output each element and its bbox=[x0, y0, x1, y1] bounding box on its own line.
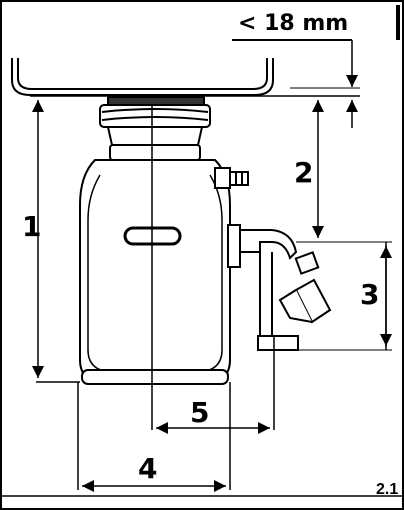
drain-elbow bbox=[227, 224, 332, 351]
body-base bbox=[81, 369, 229, 385]
dishwasher-inlet bbox=[214, 167, 249, 189]
dimension-5-label: 5 bbox=[190, 396, 209, 429]
dimension-3-label: 3 bbox=[360, 278, 379, 311]
disposer-body bbox=[79, 159, 231, 383]
dimension-2-label: 2 bbox=[294, 156, 313, 189]
dimension-4-label: 4 bbox=[138, 452, 157, 485]
mounting-flange bbox=[99, 96, 211, 161]
clearance-label: < 18 mm bbox=[238, 11, 348, 36]
dimension-1-label: 1 bbox=[22, 210, 41, 243]
sink-basin bbox=[11, 58, 274, 96]
figure-number: 2.1 bbox=[376, 481, 398, 498]
